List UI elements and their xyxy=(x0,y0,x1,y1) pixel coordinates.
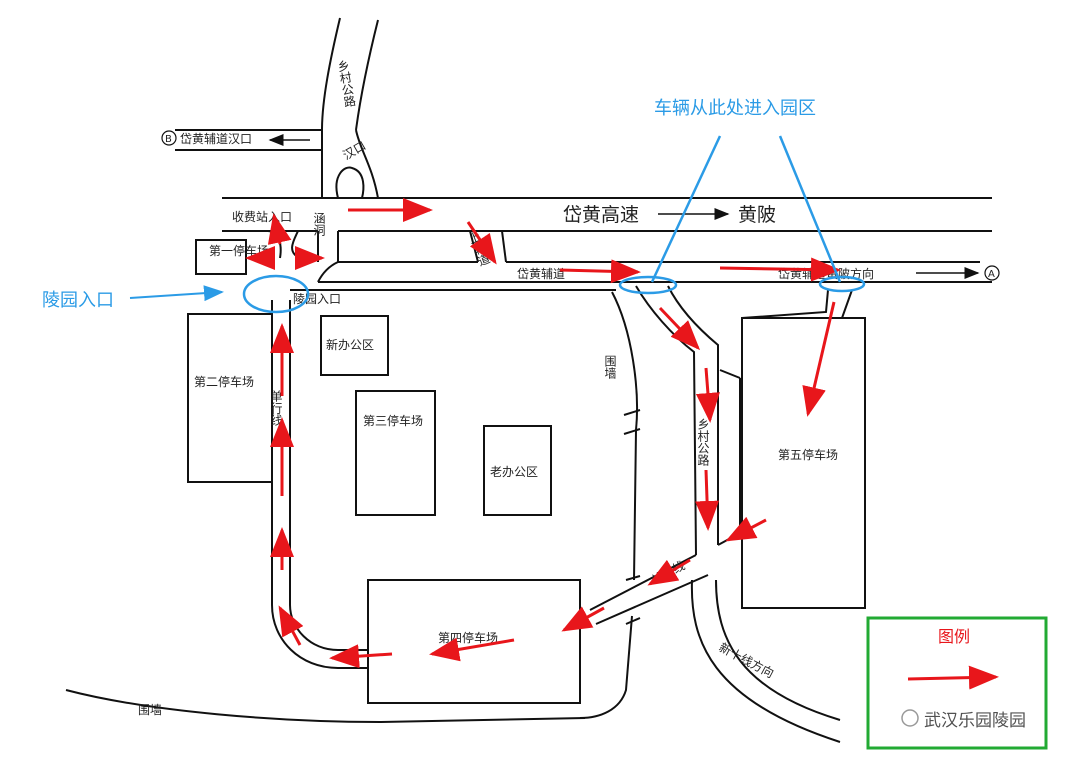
marker-a-circle xyxy=(984,265,1000,281)
cemetery-entrance-callout: 陵园入口 xyxy=(42,290,114,311)
wall-east xyxy=(611,291,638,581)
legend-title: 图例 xyxy=(938,627,970,646)
service-road-hankou-label: 岱黄辅道汉口 xyxy=(180,132,252,146)
village-road-s-w xyxy=(635,285,697,556)
parking5-divider xyxy=(719,369,741,379)
route-arrow xyxy=(725,516,767,542)
wall-gap-4 xyxy=(625,617,641,625)
xinshi-line-label: 新十线方向 xyxy=(717,639,777,680)
toll-entrance-label: 收费站入口 xyxy=(232,210,292,224)
ramp-east xyxy=(501,230,507,263)
route-arrow xyxy=(267,213,292,245)
wall-east-label: 围墙 xyxy=(603,355,617,380)
toll-inner xyxy=(291,230,301,259)
p5-entry-e xyxy=(840,289,866,321)
route-arrow xyxy=(719,257,841,282)
callout-line-1 xyxy=(650,135,722,283)
wall-gap-2 xyxy=(623,428,641,435)
route-arrow xyxy=(466,221,497,265)
parking-5-lot xyxy=(741,317,866,609)
village-road-north-label: 乡村公路 xyxy=(335,58,357,109)
route-arrow xyxy=(559,259,641,284)
callouts: 车辆从此处进入园区 陵园入口 xyxy=(42,98,866,314)
loop-ramp xyxy=(335,166,365,199)
legend: 图例 武汉乐园陵园 xyxy=(866,616,1048,750)
village-road-north-e xyxy=(355,19,379,131)
cemetery-entrance-pointer xyxy=(129,285,224,302)
wechat-icon xyxy=(901,709,919,727)
route-arrow xyxy=(429,637,515,662)
route-arrow xyxy=(695,469,720,531)
marker-a-text: A xyxy=(988,269,995,280)
highway-label: 岱黄高速 xyxy=(563,204,639,226)
old-office-label: 老办公区 xyxy=(490,464,538,479)
route-arrow xyxy=(695,367,720,423)
culvert-label: 涵洞 xyxy=(312,212,326,236)
wall-gap-1 xyxy=(623,409,641,416)
marker-b-text: B xyxy=(165,134,172,145)
marker-b-circle xyxy=(161,130,177,146)
cemetery-entrance-road-label: 陵园入口 xyxy=(293,292,341,306)
wall-gap-3 xyxy=(625,575,641,581)
callout-line-2 xyxy=(778,135,842,283)
new-office-label: 新办公区 xyxy=(326,337,374,352)
facilities xyxy=(187,239,866,704)
cemetery-entrance-ellipse xyxy=(242,274,310,314)
highway-dest-label: 黄陂 xyxy=(738,204,776,226)
route-arrow xyxy=(647,558,691,586)
parking-2-lot xyxy=(187,313,273,483)
hankou-label: 汉口 xyxy=(341,138,369,162)
hankou-ramp xyxy=(355,129,379,199)
one-way-west-label: 单行线 xyxy=(269,390,283,426)
route-arrow xyxy=(658,306,701,351)
vehicle-entry-callout: 车辆从此处进入园区 xyxy=(654,98,816,119)
parking-1-label: 第一停车场 xyxy=(209,243,269,258)
new-office-lot xyxy=(320,315,389,376)
parking-3-label: 第三停车场 xyxy=(363,413,423,428)
xinshi-w xyxy=(690,579,841,743)
entry-ellipse-2 xyxy=(818,275,866,293)
old-office-lot xyxy=(483,425,552,516)
route-arrow xyxy=(278,605,304,646)
p5-entry-w xyxy=(741,289,829,319)
wall-south-label: 围墙 xyxy=(138,703,162,717)
entry-ellipse-1 xyxy=(618,275,678,295)
village-road-north-w xyxy=(321,17,341,198)
xinshi-e xyxy=(715,579,841,721)
one-way-diag-s xyxy=(595,574,709,625)
route-arrow xyxy=(802,301,836,417)
route-arrow xyxy=(561,606,605,632)
junction-curve xyxy=(317,261,339,283)
village-road-south-label: 乡村公路 xyxy=(696,418,710,467)
roads xyxy=(65,17,992,743)
parking-3-lot xyxy=(355,390,436,516)
route-arrow xyxy=(329,644,393,669)
parking-5-label: 第五停车场 xyxy=(778,447,838,462)
wall-south xyxy=(65,689,586,724)
legend-arrow-sample xyxy=(907,665,999,690)
parking-2-label: 第二停车场 xyxy=(194,374,254,389)
legend-box xyxy=(866,616,1048,750)
route-arrows xyxy=(245,198,841,669)
watermark-text: 武汉乐园陵园 xyxy=(924,711,1026,731)
wall-south-east xyxy=(579,615,633,719)
parking-4-lot xyxy=(367,579,581,704)
service-road-label: 岱黄辅道 xyxy=(517,267,565,281)
